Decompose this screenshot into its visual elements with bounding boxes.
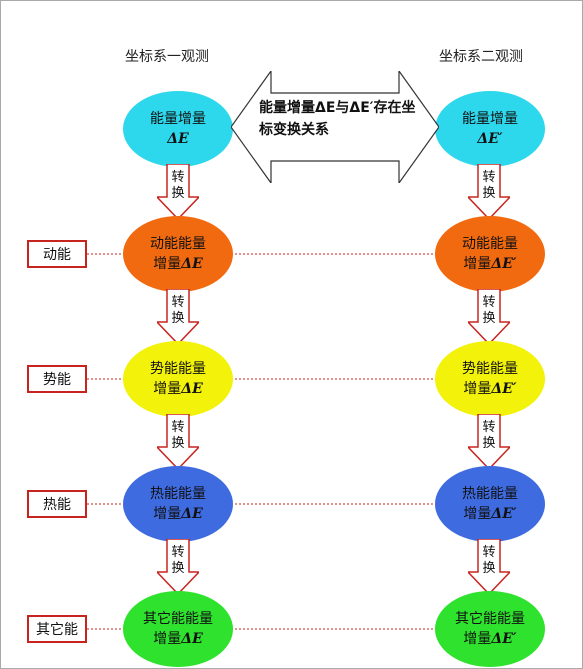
transform-arrow-left-1-char-1: 转 [171,170,185,185]
other-node-left-symbol: ΔE [181,631,203,647]
transform-arrow-right-2-char-1: 转 [482,295,496,310]
transform-arrow-left-1: 转换 [157,164,199,219]
top-node-right: 能量增量 ΔE′ [435,91,545,167]
kinetic-node-right: 动能能量增量ΔE′ [435,216,545,292]
transform-arrow-left-2: 转换 [157,289,199,344]
transform-arrow-left-1-char-2: 换 [171,186,185,201]
transform-arrow-right-4-char-2: 换 [482,561,496,576]
potential-node-left-line1: 势能能量 [150,361,206,377]
thermal-node-right: 热能能量增量ΔE′ [435,466,545,542]
left-column-title: 坐标系一观测 [125,49,209,65]
kinetic-label: 动能 [27,240,87,268]
top-node-left: 能量增量 ΔE [123,91,233,167]
thermal-node-left: 热能能量增量ΔE [123,466,233,542]
thermal-node-left-symbol: ΔE [181,506,203,522]
thermal-node-right-line2: 增量ΔE′ [463,504,516,524]
kinetic-node-left-line1: 动能能量 [150,236,206,252]
thermal-node-left-line2: 增量ΔE [153,504,203,524]
transform-arrow-left-2-char-1: 转 [171,295,185,310]
transform-arrow-right-2-char-2: 换 [482,311,496,326]
other-node-left: 其它能能量增量ΔE [123,591,233,667]
other-label: 其它能 [27,615,87,643]
transform-arrow-right-3-char-1: 转 [482,420,496,435]
kinetic-node-right-symbol: ΔE′ [491,256,517,272]
top-node-right-line1: 能量增量 [462,111,518,127]
other-node-right-word: 增量 [463,631,492,647]
transform-arrow-left-4-char-1: 转 [171,545,185,560]
potential-node-left-word: 增量 [153,381,182,397]
thermal-node-right-symbol: ΔE′ [491,506,517,522]
kinetic-node-right-line2: 增量ΔE′ [463,254,516,274]
kinetic-node-right-word: 增量 [463,256,492,272]
other-node-right-line1: 其它能能量 [455,611,525,627]
potential-node-right-symbol: ΔE′ [491,381,517,397]
transform-arrow-right-1-char-1: 转 [482,170,496,185]
right-column-title: 坐标系二观测 [439,49,523,65]
transform-arrow-left-2-char-2: 换 [171,311,185,326]
transform-arrow-right-3: 转换 [468,414,510,469]
other-node-right: 其它能能量增量ΔE′ [435,591,545,667]
kinetic-node-left-line2: 增量ΔE [153,254,203,274]
transform-arrow-left-3: 转换 [157,414,199,469]
other-node-right-symbol: ΔE′ [491,631,517,647]
top-node-left-line1: 能量增量 [150,111,206,127]
other-node-left-line1: 其它能能量 [143,611,213,627]
thermal-node-left-word: 增量 [153,506,182,522]
transform-arrow-right-3-char-2: 换 [482,436,496,451]
potential-node-right-line2: 增量ΔE′ [463,379,516,399]
transform-arrow-left-4: 转换 [157,539,199,594]
potential-node-right-line1: 势能能量 [462,361,518,377]
top-node-right-symbol: ΔE′ [477,131,503,147]
other-node-left-line2: 增量ΔE [153,629,203,649]
kinetic-node-right-line1: 动能能量 [462,236,518,252]
other-node-right-line2: 增量ΔE′ [463,629,516,649]
transform-arrow-left-3-char-1: 转 [171,420,185,435]
transform-arrow-right-2: 转换 [468,289,510,344]
potential-node-left: 势能能量增量ΔE [123,341,233,417]
relation-text: 能量增量ΔE与ΔE′存在坐标变换关系 [259,100,416,138]
thermal-node-right-word: 增量 [463,506,492,522]
potential-node-right: 势能能量增量ΔE′ [435,341,545,417]
thermal-label: 热能 [27,490,87,518]
top-node-left-symbol: ΔE [167,131,189,147]
potential-node-right-word: 增量 [463,381,492,397]
transform-arrow-right-1-char-2: 换 [482,186,496,201]
transform-arrow-right-1: 转换 [468,164,510,219]
thermal-node-right-line1: 热能能量 [462,486,518,502]
kinetic-node-left: 动能能量增量ΔE [123,216,233,292]
potential-node-left-symbol: ΔE [181,381,203,397]
kinetic-node-left-word: 增量 [153,256,182,272]
transform-arrow-right-4-char-1: 转 [482,545,496,560]
transform-arrow-left-3-char-2: 换 [171,436,185,451]
potential-label: 势能 [27,365,87,393]
kinetic-node-left-symbol: ΔE [181,256,203,272]
potential-node-left-line2: 增量ΔE [153,379,203,399]
transform-arrow-left-4-char-2: 换 [171,561,185,576]
thermal-node-left-line1: 热能能量 [150,486,206,502]
other-node-left-word: 增量 [153,631,182,647]
transform-arrow-right-4: 转换 [468,539,510,594]
double-arrow [231,71,439,183]
